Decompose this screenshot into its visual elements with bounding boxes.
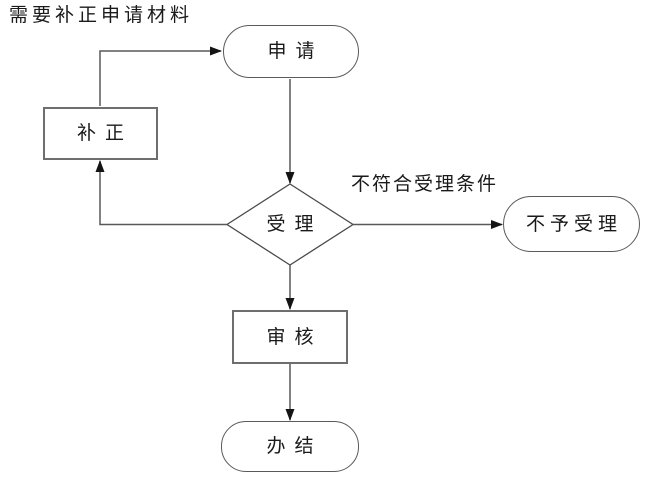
node-correct-label: 补正	[76, 123, 133, 144]
node-accept: 受理	[240, 206, 340, 243]
node-correct: 补正	[43, 107, 158, 160]
node-reject: 不予受理	[503, 196, 640, 252]
node-accept-label: 受理	[266, 214, 323, 235]
node-reject-label: 不予受理	[525, 213, 622, 235]
node-complete: 办结	[221, 421, 359, 472]
annotation-need-supplement-materials: 需要补正申请材料	[9, 5, 194, 26]
edge-label-not-meeting-acceptance-conditions: 不符合受理条件	[351, 174, 499, 195]
connector-accept-to-correct	[95, 160, 227, 226]
node-review: 审核	[232, 310, 348, 364]
node-complete-label: 办结	[266, 436, 323, 457]
node-apply: 申请	[223, 25, 359, 78]
node-review-label: 审核	[266, 326, 323, 348]
node-apply-label: 申请	[267, 41, 324, 62]
connector-correct-to-apply	[99, 46, 222, 106]
